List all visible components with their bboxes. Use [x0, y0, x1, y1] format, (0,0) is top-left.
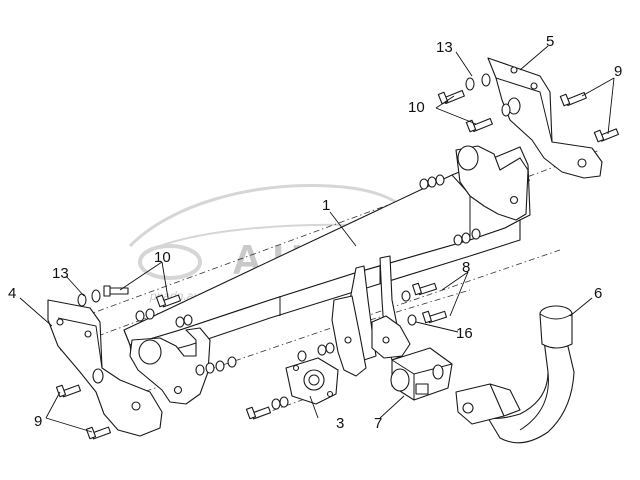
electrical-socket: [390, 347, 453, 401]
callout-8: 8: [462, 259, 470, 276]
bolt: [245, 406, 272, 420]
washer: [401, 290, 411, 302]
nut: [297, 350, 307, 362]
bolt: [465, 117, 493, 133]
callout-7: 7: [374, 415, 382, 432]
leader-lines: [19, 45, 615, 433]
callout-10-right: 10: [408, 99, 425, 116]
left-side-bracket: [47, 299, 163, 437]
tow-bracket: [331, 255, 411, 377]
socket-plate: [285, 357, 339, 405]
callout-1: 1: [322, 197, 330, 214]
bolt: [55, 384, 82, 398]
callout-13-right: 13: [436, 39, 453, 56]
washer: [407, 314, 417, 326]
bolt: [593, 128, 620, 143]
nut: [317, 344, 327, 356]
callout-9-right: 9: [614, 63, 622, 80]
tow-ball-neck: [455, 305, 575, 444]
callout-6: 6: [594, 285, 602, 302]
bolt: [412, 282, 438, 296]
washer: [279, 396, 289, 408]
callout-9-left: 9: [34, 413, 42, 430]
washer: [91, 289, 101, 303]
bolt: [85, 426, 112, 440]
washer: [501, 103, 511, 117]
callout-13-left: 13: [52, 265, 69, 282]
washer: [271, 398, 281, 410]
callout-16: 16: [456, 325, 473, 342]
washer: [77, 293, 87, 307]
bolt: [437, 89, 465, 105]
crossbar: [123, 145, 531, 405]
callout-10-left: 10: [154, 249, 171, 266]
washer: [465, 77, 475, 91]
bolt: [155, 294, 182, 308]
callout-3: 3: [336, 415, 344, 432]
fasteners: [55, 73, 620, 440]
bolt: [559, 91, 587, 107]
bolt: [422, 310, 448, 324]
nut: [325, 342, 335, 354]
bolt: [103, 285, 129, 297]
nut-row: [135, 174, 481, 376]
callout-5: 5: [546, 33, 554, 50]
washer: [481, 73, 491, 87]
callout-4: 4: [8, 285, 16, 302]
callout-labels: 1 3 4 5 6 7 8 9 9 10 10 13 13 16: [8, 33, 622, 432]
